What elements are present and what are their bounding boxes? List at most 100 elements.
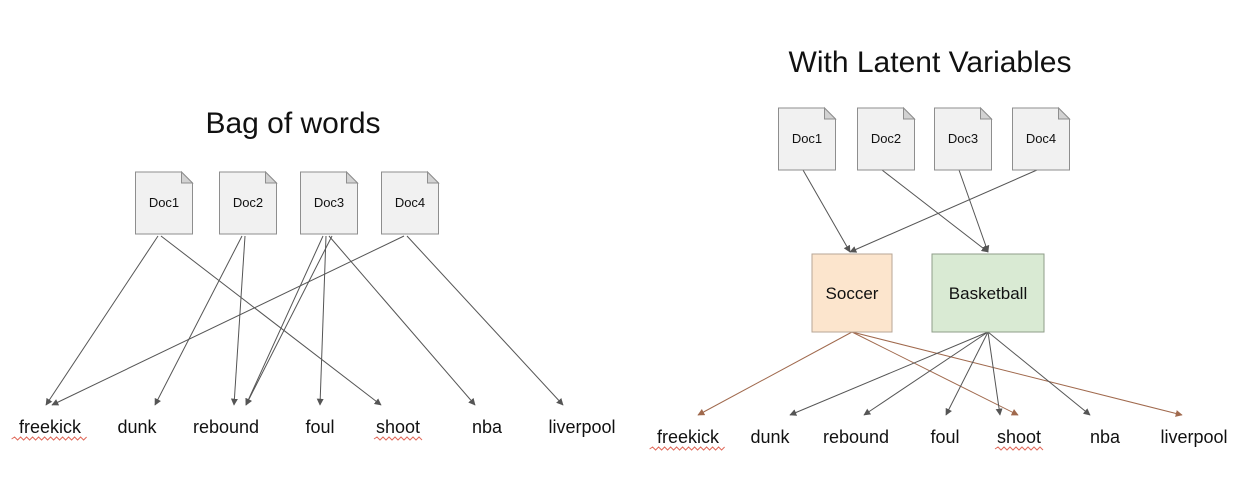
doc-fold-corner — [265, 170, 278, 184]
left-edge-doc4-liverpool — [406, 235, 564, 406]
doc-fold-corner — [903, 106, 916, 120]
word-label: shoot — [376, 417, 420, 437]
word-label: nba — [472, 417, 503, 437]
left-word-rebound: rebound — [193, 417, 259, 437]
right-edge-doc4-soccer — [849, 169, 1038, 253]
doc-fold-corner — [427, 170, 440, 184]
word-label: freekick — [657, 427, 720, 447]
doc-fold-corner — [980, 106, 993, 120]
word-label: liverpool — [1160, 427, 1227, 447]
word-label: freekick — [19, 417, 82, 437]
right-doc-doc3: Doc3 — [934, 106, 993, 171]
topic-basketball: Basketball — [931, 253, 1045, 333]
left-edge-doc3-rebound — [245, 235, 333, 406]
left-word-freekick: freekick — [11, 417, 87, 441]
topic-box — [811, 253, 893, 333]
right-edge-basketball-dunk — [789, 331, 989, 416]
doc-page-shape — [135, 171, 193, 235]
right-edge-doc3-basketball — [958, 169, 990, 253]
doc-page-shape — [934, 107, 992, 171]
topic-label: Basketball — [949, 284, 1027, 303]
right-edge-basketball-shoot — [987, 331, 1003, 416]
word-label: dunk — [750, 427, 790, 447]
left-doc-doc3: Doc3 — [300, 170, 359, 235]
left-word-dunk: dunk — [117, 417, 157, 437]
right-doc-doc4: Doc4 — [1012, 106, 1071, 171]
doc-fold-corner — [824, 106, 837, 120]
right-edge-doc2-basketball — [881, 169, 989, 253]
doc-fold-corner — [346, 170, 359, 184]
left-word-nba: nba — [472, 417, 503, 437]
topic-label: Soccer — [826, 284, 879, 303]
spellcheck-underline — [11, 436, 87, 441]
doc-label: Doc1 — [792, 131, 822, 146]
topic-soccer: Soccer — [811, 253, 893, 333]
right-word-nba: nba — [1090, 427, 1121, 447]
left-edge-doc3-nba — [328, 235, 476, 406]
left-edge-doc4-freekick — [51, 235, 405, 406]
spellcheck-underline — [649, 446, 725, 451]
right-word-freekick: freekick — [649, 427, 725, 451]
doc-page-shape — [857, 107, 915, 171]
left-word-liverpool: liverpool — [548, 417, 615, 437]
word-label: rebound — [823, 427, 889, 447]
word-label: foul — [305, 417, 334, 437]
doc-label: Doc2 — [871, 131, 901, 146]
right-doc-doc1: Doc1 — [778, 106, 837, 171]
right-word-shoot: shoot — [994, 427, 1044, 451]
left-edge-doc2-rebound — [230, 235, 246, 406]
right-edge-basketball-nba — [987, 331, 1091, 416]
left-edge-doc1-shoot — [160, 235, 382, 406]
doc-page-shape — [219, 171, 277, 235]
left-edge-doc2-dunk — [154, 235, 243, 406]
latent-variables-diagram: With Latent Variables Doc1 Doc2 Doc3 Doc4 S… — [649, 46, 1228, 451]
right-edge-soccer-liverpool — [851, 331, 1183, 417]
right-topics: Soccer Basketball — [811, 253, 1045, 333]
doc-page-shape — [300, 171, 358, 235]
doc-label: Doc4 — [395, 195, 425, 210]
word-label: rebound — [193, 417, 259, 437]
doc-label: Doc3 — [948, 131, 978, 146]
right-edge-soccer-freekick — [697, 331, 853, 416]
right-word-dunk: dunk — [750, 427, 790, 447]
right-docs: Doc1 Doc2 Doc3 Doc4 — [778, 106, 1071, 171]
right-edge-doc1-soccer — [802, 169, 851, 253]
word-label: liverpool — [548, 417, 615, 437]
doc-label: Doc2 — [233, 195, 263, 210]
doc-fold-corner — [181, 170, 194, 184]
doc-page-shape — [778, 107, 836, 171]
right-title: With Latent Variables — [789, 46, 1072, 79]
left-word-foul: foul — [305, 417, 334, 437]
left-title: Bag of words — [205, 107, 380, 140]
left-edge-doc3-rebound — [245, 235, 324, 406]
left-docs: Doc1 Doc2 Doc3 Doc4 — [135, 170, 440, 235]
word-label: dunk — [117, 417, 157, 437]
spellcheck-underline — [994, 446, 1044, 451]
left-doc-doc4: Doc4 — [381, 170, 440, 235]
left-words: freekick dunk rebound foul shoot nba liverpool — [11, 417, 616, 441]
topic-box — [931, 253, 1045, 333]
doc-label: Doc4 — [1026, 131, 1056, 146]
right-edges — [697, 169, 1183, 417]
left-word-shoot: shoot — [373, 417, 423, 441]
word-label: foul — [930, 427, 959, 447]
word-label: nba — [1090, 427, 1121, 447]
right-edge-basketball-rebound — [863, 331, 989, 416]
left-doc-doc2: Doc2 — [219, 170, 278, 235]
right-word-foul: foul — [930, 427, 959, 447]
left-edge-doc3-foul — [316, 235, 327, 406]
right-word-liverpool: liverpool — [1160, 427, 1227, 447]
right-word-rebound: rebound — [823, 427, 889, 447]
doc-label: Doc3 — [314, 195, 344, 210]
right-edge-soccer-shoot — [851, 331, 1019, 416]
doc-page-shape — [381, 171, 439, 235]
bag-of-words-diagram: Bag of words Doc1 Doc2 Doc3 Doc4 freekick du… — [11, 107, 616, 441]
right-edge-basketball-foul — [945, 331, 989, 416]
doc-fold-corner — [1058, 106, 1071, 120]
doc-label: Doc1 — [149, 195, 179, 210]
right-doc-doc2: Doc2 — [857, 106, 916, 171]
left-edge-doc1-freekick — [45, 235, 159, 406]
right-words: freekick dunk rebound foul shoot nba liverpool — [649, 427, 1228, 451]
